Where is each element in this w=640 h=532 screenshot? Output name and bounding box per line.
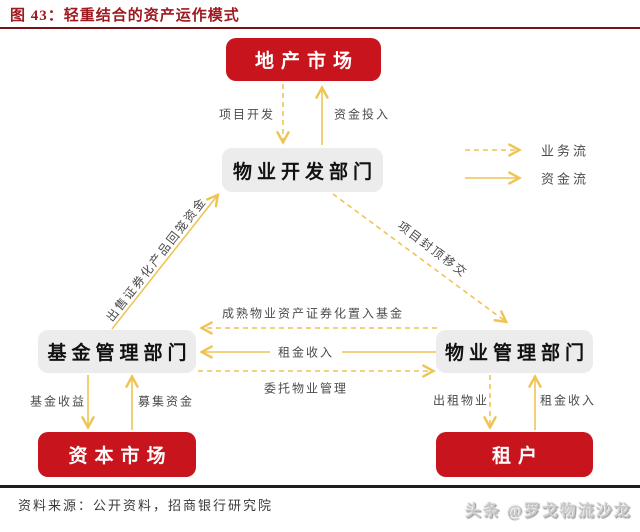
node-property-mgmt-dept: 物业管理部门 [436, 330, 593, 373]
edge-project-handover-line [332, 193, 505, 321]
node-capital-market: 资本市场 [38, 432, 196, 477]
watermark: 头条 @罗戈物流沙龙 [465, 503, 632, 520]
legend-capital-flow-label: 资金流 [541, 171, 590, 187]
node-fund-mgmt-dept: 基金管理部门 [38, 330, 196, 373]
edge-project-dev-label: 项目开发 [218, 107, 276, 122]
node-real-estate-market: 地产市场 [226, 38, 381, 81]
source-note: 资料来源：公开资料，招商银行研究院 [18, 498, 274, 513]
node-tenants: 租户 [436, 432, 593, 477]
edge-rent-income-right-label: 租金收入 [539, 393, 597, 408]
edge-mature-assets-label: 成熟物业资产证券化置入基金 [221, 306, 405, 321]
figure-header: 图 43：轻重结合的资产运作模式 [0, 0, 640, 29]
edge-raise-funds-label: 募集资金 [137, 394, 195, 409]
edge-entrust-mgmt-label: 委托物业管理 [263, 381, 349, 396]
legend-business-flow-label: 业务流 [541, 143, 590, 159]
edge-rent-income-mid-label: 租金收入 [269, 343, 343, 361]
footer-divider [0, 485, 640, 488]
edge-fund-return-label: 基金收益 [29, 394, 87, 409]
figure-title: 图 43：轻重结合的资产运作模式 [10, 8, 240, 24]
edge-capital-input-label: 资金投入 [333, 107, 391, 122]
edge-sell-securitized-line [111, 196, 217, 330]
node-property-dev-dept: 物业开发部门 [222, 148, 383, 192]
edge-lease-property-label: 出租物业 [432, 393, 490, 408]
